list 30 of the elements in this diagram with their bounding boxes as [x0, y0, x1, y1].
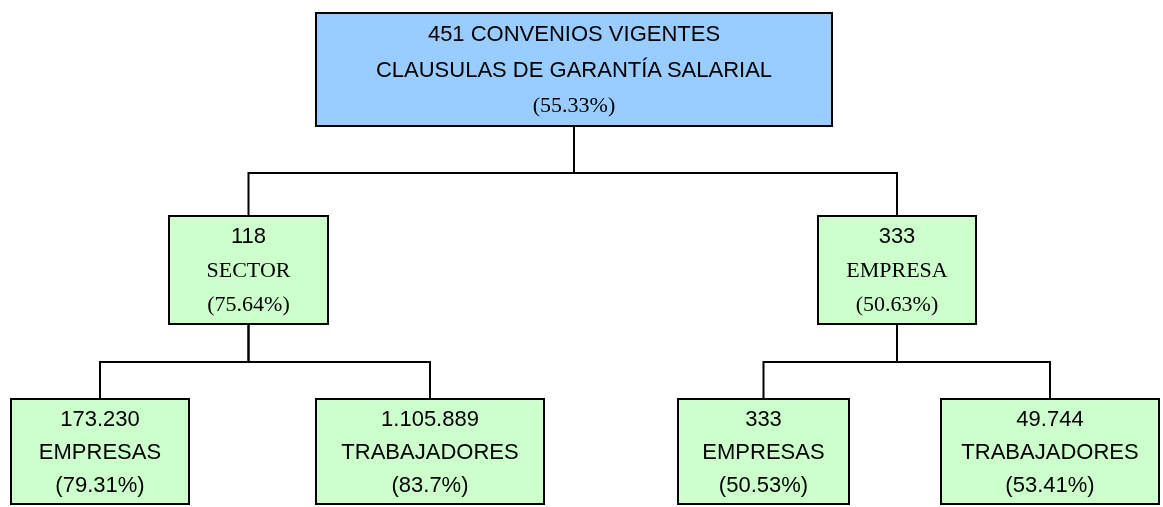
node-text: 118 [230, 223, 267, 249]
node-text: TRABAJADORES [961, 438, 1139, 465]
node-text: EMPRESAS [38, 438, 162, 465]
category-box [677, 398, 850, 505]
node-text: CLAUSULAS DE GARANTÍA SALARIAL [375, 56, 773, 83]
node-text: (50.63%) [855, 291, 939, 317]
node-text: (83.7%) [391, 471, 469, 498]
category-box [940, 398, 1160, 505]
node-text: 1.105.889 [381, 405, 479, 432]
node-text: (55.33%) [532, 92, 616, 118]
node-text: SECTOR [206, 257, 291, 283]
category-box [817, 215, 977, 325]
node-text: (53.41%) [1005, 471, 1095, 498]
summary-box [315, 12, 833, 127]
node-text: EMPRESAS [702, 438, 825, 465]
node-text: (50.53%) [718, 471, 809, 498]
connector-line [896, 324, 1051, 399]
node-text: (75.64%) [207, 291, 290, 317]
node-text: EMPRESA [846, 257, 948, 283]
node-text: 333 [878, 223, 916, 249]
category-box [168, 215, 329, 325]
connector-line [247, 324, 431, 399]
category-box [10, 398, 190, 505]
node-text: 333 [745, 405, 782, 432]
node-text: 451 CONVENIOS VIGENTES [427, 21, 721, 47]
category-box [315, 398, 545, 505]
node-text: TRABAJADORES [341, 438, 519, 465]
node-text: 49.744 [1016, 405, 1084, 432]
node-text: (79.31%) [55, 471, 145, 498]
node-text: 173.230 [60, 405, 140, 432]
